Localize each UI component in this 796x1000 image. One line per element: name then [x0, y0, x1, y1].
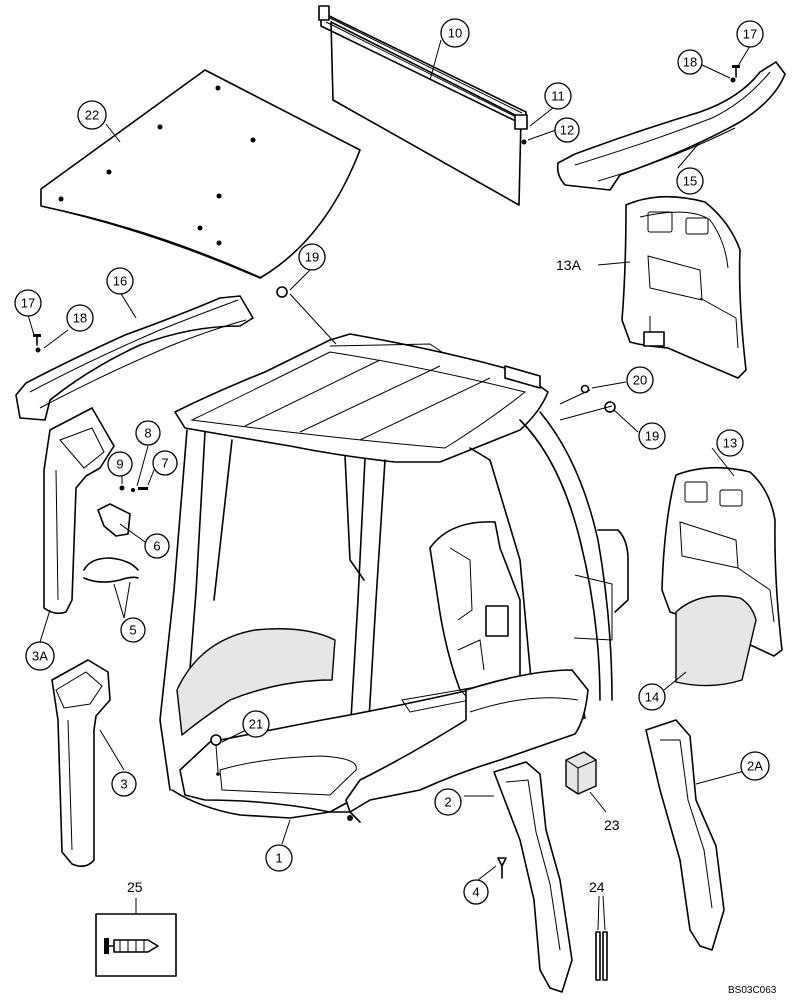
svg-text:10: 10 — [448, 26, 462, 41]
cab-frame-icon — [159, 333, 629, 823]
callout-12: 12 — [554, 117, 580, 143]
svg-text:13: 13 — [723, 436, 737, 451]
callout-2: 2 — [434, 788, 462, 816]
svg-text:17: 17 — [21, 296, 35, 311]
svg-text:15: 15 — [683, 174, 697, 189]
block-icon — [565, 751, 597, 795]
trim-right-icon — [556, 61, 786, 191]
callout-9: 9 — [107, 451, 133, 477]
figure-ref: BS03C063 — [728, 985, 777, 996]
callout-2a: 2A — [740, 751, 770, 781]
svg-text:12: 12 — [560, 123, 574, 138]
pillar-trim-icon — [493, 761, 573, 993]
rear-window-icon — [675, 595, 757, 687]
screw-icon — [497, 857, 507, 879]
svg-text:4: 4 — [472, 885, 479, 900]
label-25: 25 — [127, 879, 143, 895]
callout-11: 11 — [544, 82, 572, 110]
bolt-icon — [33, 334, 41, 353]
callout-18-right: 18 — [677, 49, 703, 75]
roof-panel-icon — [40, 69, 361, 279]
clip-icon — [97, 503, 131, 537]
callout-14: 14 — [638, 683, 666, 711]
svg-text:9: 9 — [116, 457, 123, 472]
svg-text:8: 8 — [144, 426, 151, 441]
svg-text:14: 14 — [645, 690, 659, 705]
screw-icon — [521, 139, 527, 145]
callout-3a: 3A — [25, 641, 55, 671]
label-23: 23 — [604, 817, 620, 833]
svg-text:11: 11 — [551, 89, 565, 104]
callout-1: 1 — [265, 844, 293, 872]
svg-text:22: 22 — [85, 108, 99, 123]
leader-lines — [27, 39, 751, 931]
callout-19-top: 19 — [298, 243, 326, 271]
callout-6: 6 — [144, 533, 170, 559]
callout-8: 8 — [135, 420, 161, 446]
svg-text:5: 5 — [129, 623, 136, 638]
pillar-trim-icon — [51, 659, 111, 868]
svg-text:18: 18 — [73, 311, 87, 326]
callout-3: 3 — [111, 771, 137, 797]
pillar-trim-icon — [43, 407, 115, 615]
svg-text:18: 18 — [683, 55, 697, 70]
callout-19-right: 19 — [638, 422, 666, 450]
callout-17-right: 17 — [736, 20, 764, 48]
callout-20: 20 — [626, 366, 654, 394]
svg-text:2: 2 — [444, 795, 451, 810]
callout-4: 4 — [463, 879, 489, 905]
plain-labels: 13A 23 24 25 — [127, 257, 620, 895]
svg-text:1: 1 — [275, 851, 282, 866]
svg-text:16: 16 — [113, 274, 127, 289]
fastener-box — [95, 913, 177, 977]
trim-left-icon — [15, 295, 254, 421]
strip-icon — [595, 931, 608, 981]
callout-15: 15 — [676, 167, 704, 195]
label-24: 24 — [589, 879, 605, 895]
callout-13: 13 — [716, 429, 744, 457]
screw-icon — [119, 485, 148, 492]
svg-text:6: 6 — [153, 539, 160, 554]
svg-text:17: 17 — [743, 27, 757, 42]
rear-panel-icon — [621, 195, 747, 379]
callout-5: 5 — [120, 617, 146, 643]
plug-icon — [276, 286, 288, 298]
callout-22: 22 — [77, 100, 107, 130]
callout-21: 21 — [242, 710, 270, 738]
callout-17-left: 17 — [14, 289, 42, 317]
svg-text:7: 7 — [161, 456, 168, 471]
callouts: 10 11 12 18 17 15 22 19 16 17 18 20 19 9… — [14, 18, 770, 905]
svg-text:19: 19 — [645, 429, 659, 444]
callout-16: 16 — [106, 267, 134, 295]
svg-text:3A: 3A — [32, 649, 48, 664]
pillar-trim-icon — [645, 719, 725, 951]
bolt-icon — [730, 65, 740, 83]
sunshade-icon — [318, 5, 528, 206]
svg-text:3: 3 — [120, 777, 127, 792]
svg-text:19: 19 — [305, 250, 319, 265]
callout-10: 10 — [440, 18, 470, 48]
svg-text:20: 20 — [633, 373, 647, 388]
plug-icon — [210, 734, 222, 746]
callout-18-left: 18 — [66, 304, 94, 332]
band-clamp-icon — [83, 557, 139, 583]
callout-7: 7 — [152, 450, 178, 476]
svg-text:2A: 2A — [747, 759, 763, 774]
label-13a: 13A — [556, 257, 582, 273]
svg-text:21: 21 — [249, 717, 263, 732]
